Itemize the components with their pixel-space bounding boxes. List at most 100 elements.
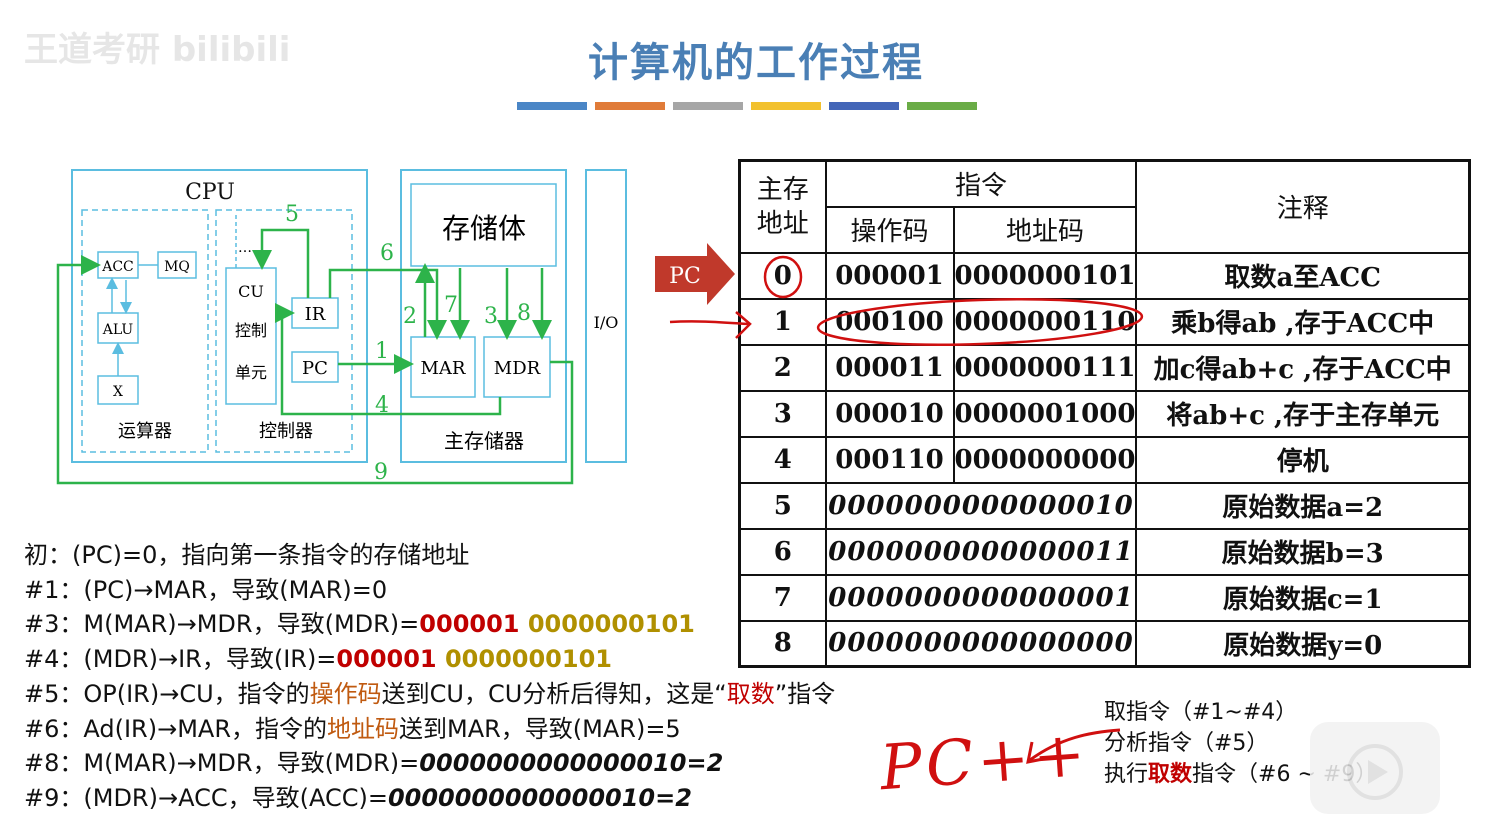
mdr-register [483,336,551,398]
row-opcode: 000100 [824,297,955,346]
row-note: 停机 [1135,435,1471,484]
storage-label: 存储体 [442,212,526,245]
pc-pointer-arrow: PC [655,243,735,305]
alu-label: ALU [102,322,134,338]
legend-decode: 分析指令（#5） [1104,731,1269,756]
row-note: 乘b得ab ,存于ACC中 [1135,297,1471,346]
memory-table: 主存地址 指令 注释 操作码 地址码 0 000001 0000000101 取… [738,159,1471,668]
step-5: #5：OP(IR)→CU，指令的操作码送到CU，CU分析后得知，这是“取数”指令 [24,679,836,708]
table-row: 5 0000000000000010 原始数据a=2 [738,481,1471,530]
alu-group-label: 运算器 [118,421,172,442]
row-address-code: 0000000101 [952,251,1138,300]
step-1: #1：(PC)→MAR，导致(MAR)=0 [24,575,388,604]
row-note: 原始数据c=1 [1135,573,1471,622]
table-row: 2 000011 0000000111 加c得ab+c ,存于ACC中 [738,343,1471,392]
header-instruction: 指令 [824,159,1138,208]
step-label-8: 8 [517,301,531,326]
path-4 [275,303,502,416]
title-underline-stripes [517,102,977,110]
cu-sub2-label: 单元 [235,363,267,382]
step-4: #4：(MDR)→IR，导致(IR)=000001 0000000101 [24,645,612,674]
row-address-code: 0000000000 [952,435,1138,484]
row-address: 2 [738,343,827,392]
table-row: 0 000001 0000000101 取数a至ACC [738,251,1471,300]
cu-sub1-label: 控制 [235,321,267,340]
video-play-overlay[interactable] [1310,722,1440,814]
row-note: 将ab+c ,存于主存单元 [1135,389,1471,438]
path-9 [56,255,574,485]
architecture-diagram: CPU ACC MQ ALU X 运算器 … CU 控制 单元 IR PC 控制… [56,169,627,485]
row-note: 原始数据b=3 [1135,527,1471,576]
row-note: 原始数据a=2 [1135,481,1471,530]
page-title: 计算机的工作过程 [588,40,924,86]
row-opcode: 000011 [824,343,955,392]
table-row: 7 0000000000000001 原始数据c=1 [738,573,1471,622]
table-row: 3 000010 0000001000 将ab+c ,存于主存单元 [738,389,1471,438]
row-address-code: 0000000111 [952,343,1138,392]
row-address: 3 [738,389,827,438]
stripe-yellow [751,102,821,110]
stripe-green [907,102,977,110]
execution-steps: 初：(PC)=0，指向第一条指令的存储地址 #1：(PC)→MAR，导致(MAR… [24,538,835,816]
row-note: 取数a至ACC [1135,251,1471,300]
step-label-5: 5 [285,202,299,227]
row-address-code: 0000001000 [952,389,1138,438]
table-row: 8 0000000000000000 原始数据y=0 [738,619,1471,668]
cpu-label: CPU [185,180,235,205]
dots-label: … [238,240,252,256]
row-opcode: 000001 [824,251,955,300]
row-address: 4 [738,435,827,484]
row-data-value: 0000000000000001 [824,573,1138,622]
acc-label: ACC [101,259,134,275]
controller-group-label: 控制器 [259,421,313,442]
row-address: 6 [738,527,827,576]
stripe-gray [673,102,743,110]
cpu-box [71,169,368,463]
table-row: 4 000110 0000000000 停机 [738,435,1471,484]
step-8: #8：M(MAR)→MDR，导致(MDR)=0000000000000010=2 [24,749,724,778]
legend-fetch: 取指令（#1~#4） [1104,700,1298,725]
table-row: 6 0000000000000011 原始数据b=3 [738,527,1471,576]
main-memory-label: 主存储器 [444,429,524,453]
step-label-9: 9 [374,460,388,485]
handwritten-annotation-row1 [669,298,1144,346]
mdr-label: MDR [494,358,541,379]
row-address: 5 [738,481,827,530]
row-address: 1 [738,297,827,346]
circle-annotation [763,255,803,298]
ir-label: IR [305,304,326,325]
header-address: 主存地址 [738,159,827,254]
row-data-value: 0000000000000000 [824,619,1138,668]
step-6: #6：Ad(IR)→MAR，指令的地址码送到MAR，导致(MAR)=5 [24,714,681,743]
controller-group-box [215,209,353,453]
row-data-value: 0000000000000010 [824,481,1138,530]
path-5 [252,228,310,298]
step-label-2: 2 [403,304,417,329]
step-initial: 初：(PC)=0，指向第一条指令的存储地址 [24,541,470,569]
main-memory-box [400,169,567,463]
row-address: 0 [738,251,827,300]
row-opcode: 000010 [824,389,955,438]
path-6 [328,268,447,340]
header-address-code: 地址码 [952,205,1138,254]
pc-register [291,351,339,383]
stripe-orange [595,102,665,110]
pc-pointer-label: PC [669,264,701,289]
alu-group-box [81,209,209,453]
step-9: #9：(MDR)→ACC，导致(ACC)=0000000000000010=2 [24,783,692,812]
header-note: 注释 [1135,159,1471,254]
step-label-1: 1 [375,339,389,364]
step-label-6: 6 [380,241,394,266]
stripe-navy [829,102,899,110]
row-opcode: 000110 [824,435,955,484]
pc-label: PC [302,358,328,379]
row-data-value: 0000000000000011 [824,527,1138,576]
header-opcode: 操作码 [824,205,955,254]
io-label: I/O [594,313,619,332]
step-label-4: 4 [375,393,389,418]
play-icon [1347,744,1403,800]
row-note: 加c得ab+c ,存于ACC中 [1135,343,1471,392]
bilibili-watermark: 王道考研 bilibili [24,30,291,70]
x-label: X [113,384,123,400]
io-box [585,169,627,463]
